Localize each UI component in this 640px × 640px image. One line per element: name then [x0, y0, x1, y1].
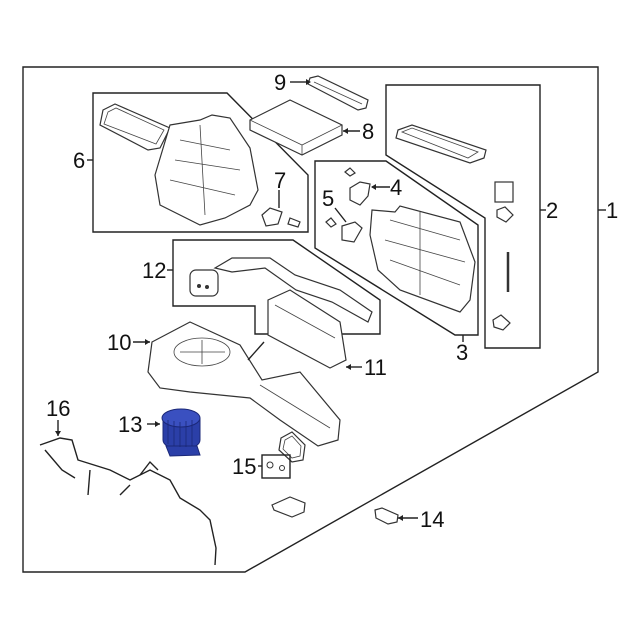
callout-3: 3	[456, 340, 468, 365]
evaporator-case-part[interactable]	[99, 103, 259, 226]
blower-motor-part[interactable]	[161, 408, 201, 457]
callout-4: 4	[390, 175, 402, 200]
filter-cover-part[interactable]	[307, 75, 369, 111]
seal-set-part[interactable]	[261, 431, 306, 479]
heater-core-case-part[interactable]	[369, 205, 476, 313]
callout-10: 10	[107, 330, 131, 355]
seal-kit-parts[interactable]	[395, 124, 514, 331]
wiring-harness-part[interactable]	[39, 437, 217, 566]
callout-11: 11	[364, 355, 387, 380]
callout-14: 14	[420, 507, 444, 532]
callout-16: 16	[46, 396, 70, 421]
actuator-parts[interactable]	[325, 167, 371, 243]
blower-housing-part[interactable]	[147, 321, 341, 447]
cabin-air-filter-part[interactable]	[249, 99, 343, 156]
callout-12: 12	[142, 258, 166, 283]
outer-frame	[22, 66, 599, 573]
callout-7: 7	[274, 168, 286, 193]
callout-9: 9	[274, 70, 286, 95]
callout-8: 8	[362, 119, 374, 144]
temperature-sensor-part[interactable]	[374, 507, 399, 525]
callout-15: 15	[232, 454, 256, 479]
group-box-6	[92, 92, 309, 233]
expansion-valve-kit-part[interactable]	[189, 257, 373, 323]
callout-2: 2	[546, 198, 558, 223]
callout-13: 13	[118, 412, 142, 437]
bracket-part[interactable]	[271, 496, 306, 518]
callout-5: 5	[322, 186, 334, 211]
group-box-2	[385, 84, 541, 349]
callout-6: 6	[73, 148, 85, 173]
mode-actuator-part[interactable]	[261, 190, 301, 228]
heater-core-part[interactable]	[267, 289, 347, 369]
callout-1: 1	[606, 198, 618, 223]
group-box-3	[314, 160, 479, 336]
